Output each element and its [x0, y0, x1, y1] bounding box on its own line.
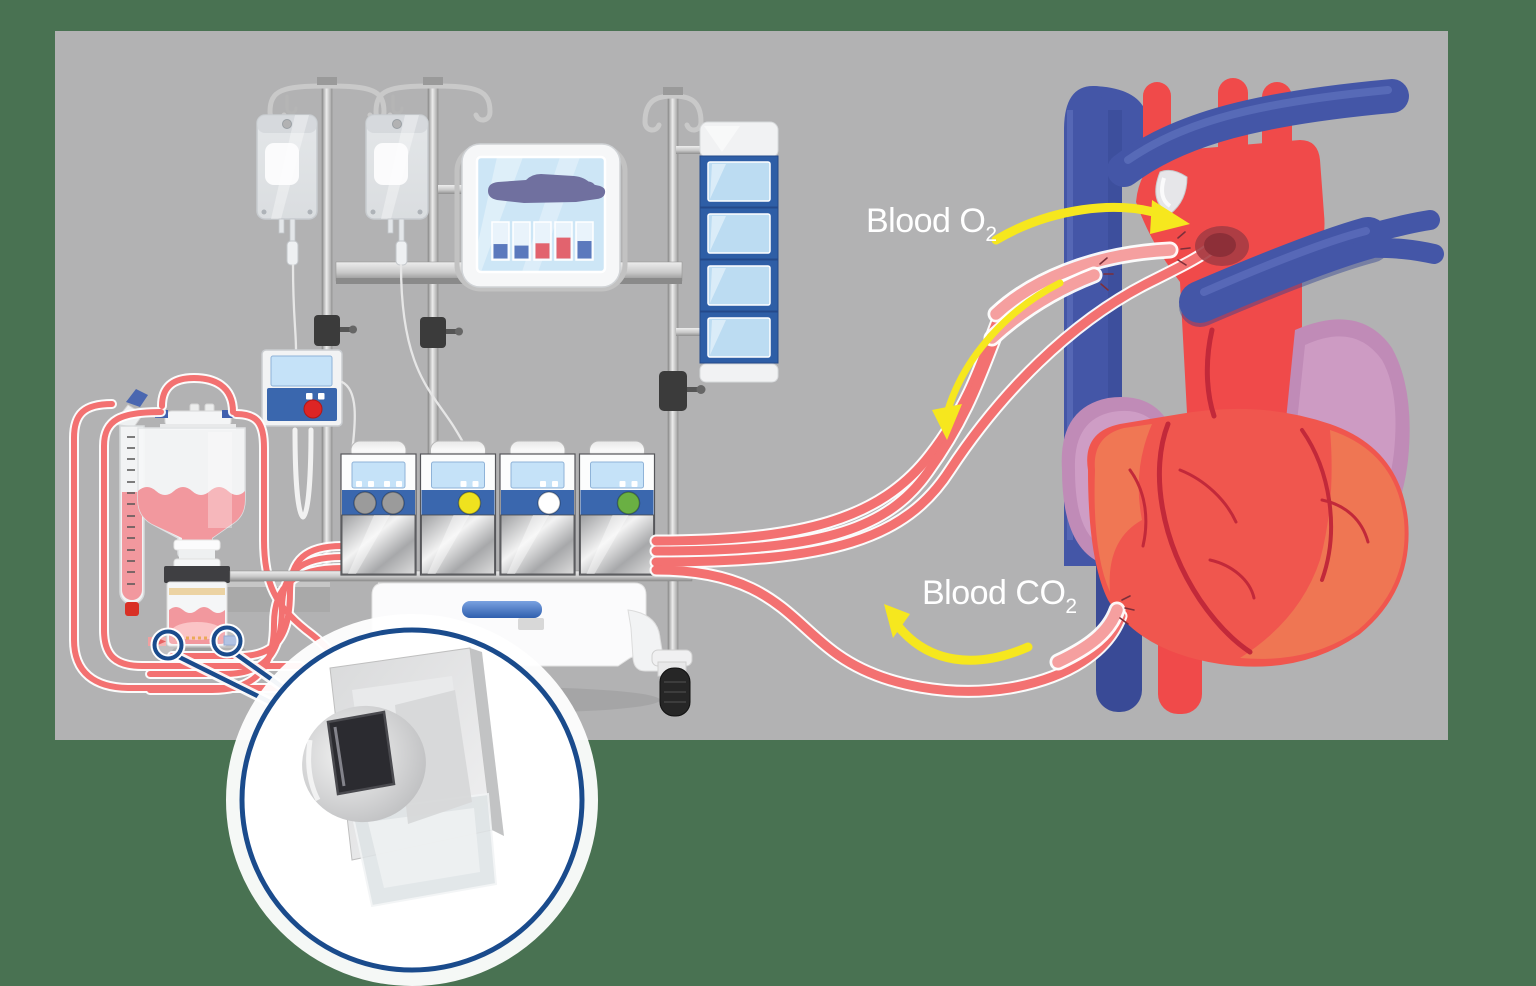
monitor-bars	[491, 221, 594, 261]
column-tick-marks	[127, 436, 135, 585]
cart-drawer-handle	[462, 601, 542, 618]
o2-inflow-arrow	[991, 202, 1165, 245]
iv-bag-2	[365, 114, 429, 266]
tower-module-window	[707, 265, 771, 306]
pump-module	[499, 440, 576, 576]
inset-halo	[226, 614, 598, 986]
pump-screen	[351, 461, 406, 489]
pump-module	[340, 440, 417, 576]
sensor-optical-window	[326, 710, 396, 796]
patient-silhouette-icon	[488, 174, 606, 203]
pole-2-cap	[423, 77, 443, 85]
patient-monitor	[454, 143, 628, 292]
monitor-bar-fill	[493, 244, 508, 259]
column-outlet-valve	[125, 602, 139, 616]
monitor-bar-fill	[577, 241, 592, 259]
infusion-control-box	[261, 349, 356, 516]
arterial-cannula	[990, 244, 1176, 320]
pump-screen	[431, 461, 485, 489]
sensor-callout	[150, 614, 598, 986]
iv-line-1	[291, 263, 298, 352]
pump-knob	[537, 491, 561, 515]
iv-poles	[267, 77, 706, 701]
hanging-tube-loop	[292, 427, 314, 520]
monitor-bar-fill	[514, 245, 529, 259]
pump-screen	[510, 461, 565, 489]
drip-chamber-2	[395, 240, 408, 266]
monitor-mount-arm	[438, 185, 466, 194]
oxygenator-cap	[164, 566, 230, 583]
pump-module	[419, 440, 497, 576]
pole-2-hook-arms	[373, 83, 493, 123]
tower-windows	[699, 155, 779, 364]
text-labels: Blood O2 Blood CO2	[866, 202, 1077, 618]
cannula-tick-marks	[1099, 231, 1191, 625]
pole-1-cap	[317, 77, 337, 85]
monitor-bar-fill	[556, 237, 571, 259]
downflow-arrow	[944, 279, 1064, 414]
red-power-button	[303, 399, 323, 419]
pole-clamps	[314, 315, 706, 411]
pump-bank	[340, 440, 656, 576]
co2-return-arrow	[893, 621, 1033, 665]
column-blood-level	[122, 492, 142, 600]
pump-knob	[381, 491, 405, 515]
callout-marker-1	[152, 629, 184, 661]
pump-knob	[616, 491, 641, 515]
pole-3-cap	[663, 87, 683, 95]
pulmonary-artery	[1107, 79, 1409, 187]
sensor-render	[302, 647, 504, 908]
pump-knob	[457, 491, 482, 515]
pump-knob	[353, 491, 377, 515]
blood-o2-label: Blood O2	[866, 202, 997, 246]
tower-crossbar-top	[676, 146, 702, 154]
venous-cannula	[1052, 604, 1123, 668]
bag-hanger-hooks	[285, 94, 404, 115]
pole-3-hook-arms	[642, 93, 704, 133]
flow-arrows	[884, 200, 1190, 665]
control-box-screen	[270, 355, 333, 387]
tower-module-window	[707, 213, 771, 254]
reservoir-blood	[138, 487, 245, 548]
tower-module-window	[707, 317, 771, 358]
drip-chamber-1	[286, 240, 299, 266]
blood-co2-label: Blood CO2	[922, 574, 1077, 618]
monitor-bar-fill	[535, 243, 550, 259]
pump-screen	[590, 461, 644, 489]
callout-marker-2	[211, 625, 243, 657]
iv-bag-1	[256, 114, 318, 266]
tubing-to-heart	[649, 226, 1249, 698]
pole-1-hook-arms	[267, 83, 387, 123]
tower-crossbar-bottom	[676, 328, 702, 336]
equipment-tower	[699, 121, 779, 383]
tower-module-window	[707, 161, 771, 202]
pump-module	[578, 440, 656, 576]
